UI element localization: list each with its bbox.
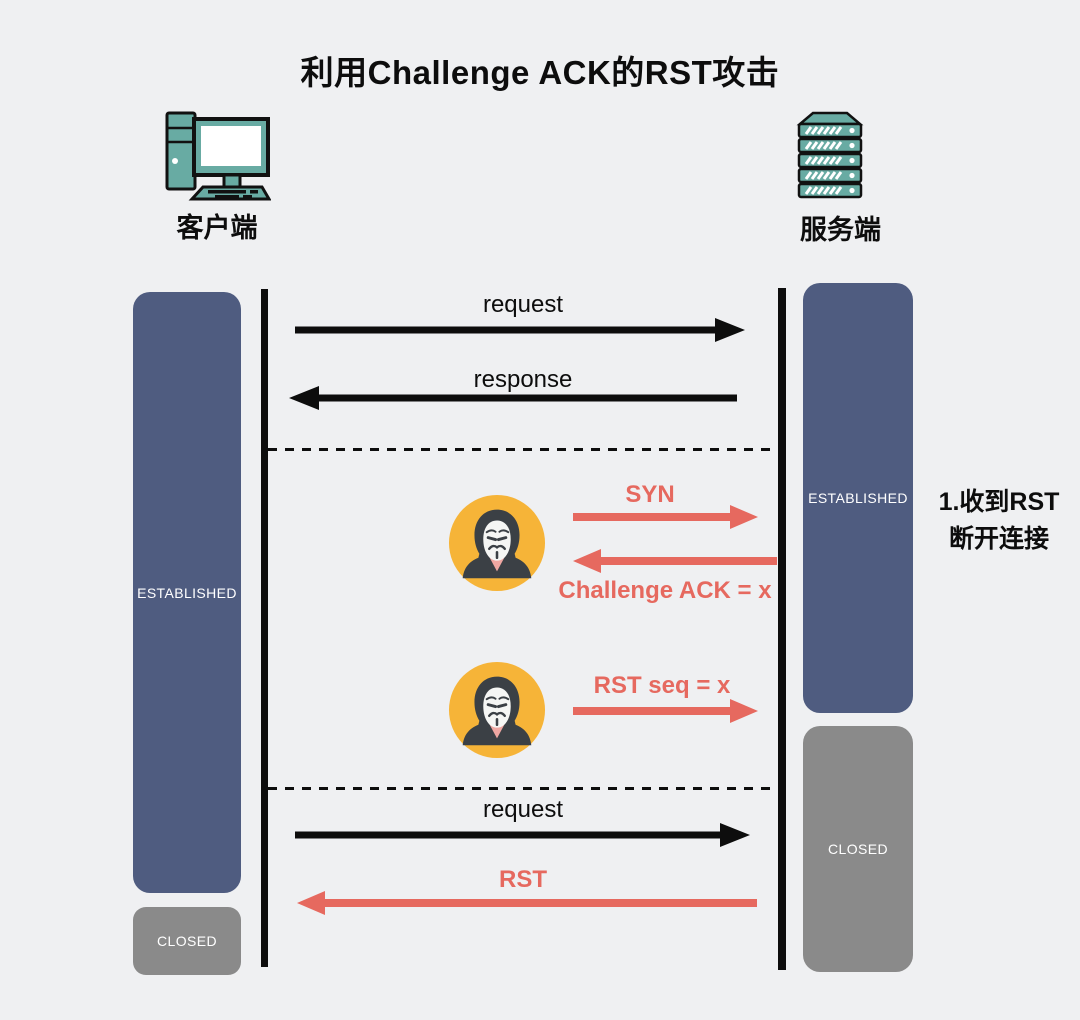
- server-note-line1: 1.收到RST: [938, 488, 1060, 516]
- server-established-label: ESTABLISHED: [808, 490, 908, 506]
- arrow-shaft: [295, 326, 723, 334]
- server-rack-icon: [796, 111, 864, 199]
- dashed-separator-top: [268, 448, 778, 451]
- dashed-separator-bottom: [268, 787, 778, 790]
- rst-arrow: [297, 890, 757, 916]
- arrowhead-right-icon: [730, 699, 758, 723]
- rst-label: RST: [499, 866, 547, 893]
- arrow-shaft: [573, 707, 736, 715]
- arrow-shaft: [311, 394, 737, 402]
- arrowhead-left-icon: [573, 549, 601, 573]
- request-top-label: request: [482, 291, 564, 318]
- server-established-bar: ESTABLISHED: [803, 283, 913, 713]
- rst-seq-arrow: [573, 698, 758, 724]
- syn-arrow: [573, 504, 758, 530]
- client-lifeline: [261, 289, 268, 967]
- client-closed-label: CLOSED: [157, 933, 217, 949]
- arrow-shaft: [319, 899, 757, 907]
- server-note: 1.收到RST 断开连接: [918, 484, 1080, 558]
- desktop-computer-icon: [165, 111, 271, 201]
- request-bottom-arrow: [295, 822, 750, 848]
- arrowhead-right-icon: [720, 823, 750, 847]
- arrowhead-left-icon: [289, 386, 319, 410]
- diagram-title: 利用Challenge ACK的RST攻击: [300, 54, 780, 91]
- response-arrow: [289, 385, 737, 411]
- client-established-label: ESTABLISHED: [137, 584, 237, 601]
- client-closed-bar: CLOSED: [133, 907, 241, 975]
- response-label: response: [473, 366, 573, 393]
- request-bottom-label: request: [482, 796, 564, 823]
- arrowhead-right-icon: [715, 318, 745, 342]
- server-note-line2: 断开连接: [948, 525, 1049, 553]
- server-closed-label: CLOSED: [828, 841, 888, 857]
- arrowhead-left-icon: [297, 891, 325, 915]
- client-established-bar: ESTABLISHED: [133, 292, 241, 893]
- arrowhead-right-icon: [730, 505, 758, 529]
- arrow-shaft: [573, 513, 736, 521]
- client-label: 客户端: [176, 213, 258, 243]
- server-closed-bar: CLOSED: [803, 726, 913, 972]
- request-top-arrow: [295, 317, 745, 343]
- anonymous-hacker-icon: [448, 494, 546, 592]
- arrow-shaft: [595, 557, 777, 565]
- server-lifeline: [778, 288, 786, 970]
- syn-label: SYN: [625, 481, 675, 508]
- arrow-shaft: [295, 831, 728, 839]
- challenge-ack-label: Challenge ACK = x: [558, 577, 772, 604]
- anonymous-hacker-icon: [448, 661, 546, 759]
- challenge-ack-arrow: [573, 548, 777, 574]
- server-label: 服务端: [800, 215, 881, 245]
- rst-seq-label: RST seq = x: [593, 672, 731, 699]
